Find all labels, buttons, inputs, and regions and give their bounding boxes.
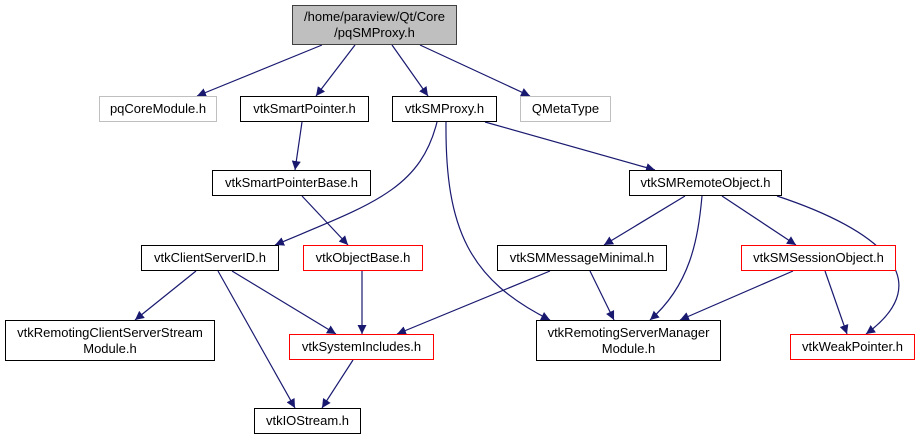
edge-vtkSMRemoteObject-to-vtkSMMessageMinimal [603,195,686,246]
edge-root-to-vtkSmartPointer [315,44,356,97]
node-QMetaType[interactable]: QMetaType [520,96,611,122]
node-vtkSMMessageMinimal[interactable]: vtkSMMessageMinimal.h [497,245,667,271]
edge-vtkSMSessionObject-to-vtkRemotingServerManagerModule [679,270,794,321]
node-label: Module.h [83,340,137,356]
node-vtkSMProxy[interactable]: vtkSMProxy.h [392,96,497,122]
node-label: vtkObjectBase.h [315,250,411,265]
edge-vtkSMRemoteObject-to-vtkSMSessionObject [721,195,797,246]
node-vtkSMSessionObject[interactable]: vtkSMSessionObject.h [741,245,896,271]
edge-vtkSMMessageMinimal-to-vtkSystemIncludes [396,270,551,335]
node-vtkClientServerID[interactable]: vtkClientServerID.h [141,245,279,271]
node-label: vtkSmartPointer.h [253,101,356,116]
node-label: Module.h [601,340,656,356]
node-vtkObjectBase[interactable]: vtkObjectBase.h [303,245,423,271]
node-vtkRemotingClientServerStreamModule[interactable]: vtkRemotingClientServerStream Module.h [5,320,215,361]
node-root-pqSMProxy[interactable]: /home/paraview/Qt/Core /pqSMProxy.h [292,5,457,45]
node-label: vtkRemotingServerManager [547,324,710,340]
edge-root-to-vtkSMProxy [391,44,429,97]
node-vtkSmartPointer[interactable]: vtkSmartPointer.h [240,96,369,122]
edge-vtkSMSessionObject-to-vtkWeakPointer [824,270,849,335]
node-label: QMetaType [531,101,600,116]
edge-vtkSMMessageMinimal-to-vtkRemotingServerManagerModule [589,270,615,321]
node-label: vtkSmartPointerBase.h [225,175,358,190]
node-label: vtkSMSessionObject.h [753,250,884,265]
node-vtkSMRemoteObject[interactable]: vtkSMRemoteObject.h [629,170,782,196]
node-label: vtkSMProxy.h [404,101,485,116]
edge-vtkSystemIncludes-to-vtkIOStream [321,359,354,409]
edge-vtkSMProxy-to-vtkSMRemoteObject [484,121,656,172]
node-label: vtkRemotingClientServerStream [17,324,203,340]
edge-vtkSMProxy-to-vtkRemotingServerManagerModule [445,121,551,321]
node-vtkWeakPointer[interactable]: vtkWeakPointer.h [790,334,915,360]
edge-vtkSmartPointer-to-vtkSmartPointerBase [291,121,303,171]
node-label: /pqSMProxy.h [334,25,415,40]
edge-vtkClientServerID-to-vtkSystemIncludes [231,270,337,335]
node-label: vtkSystemIncludes.h [301,339,422,354]
node-vtkSmartPointerBase[interactable]: vtkSmartPointerBase.h [212,170,371,196]
edge-vtkClientServerID-to-vtkIOStream [217,270,296,409]
edge-vtkClientServerID-to-vtkRemotingClientServerStreamModule [134,270,197,321]
edge-vtkSMRemoteObject-to-vtkRemotingServerManagerModule [649,195,703,321]
node-vtkIOStream[interactable]: vtkIOStream.h [254,408,361,434]
node-vtkSystemIncludes[interactable]: vtkSystemIncludes.h [289,334,434,360]
node-vtkRemotingServerManagerModule[interactable]: vtkRemotingServerManager Module.h [536,320,721,361]
node-label: /home/paraview/Qt/Core [304,9,445,24]
node-label: vtkIOStream.h [265,413,350,428]
node-label: vtkSMRemoteObject.h [640,175,771,190]
edge-vtkSMProxy-to-vtkClientServerID [274,121,438,246]
edge-root-to-pqCoreModule [196,44,323,97]
node-pqCoreModule[interactable]: pqCoreModule.h [99,96,217,122]
edge-root-to-QMetaType [419,44,531,97]
node-label: vtkClientServerID.h [154,250,266,265]
node-label: pqCoreModule.h [109,101,207,116]
node-label: vtkSMMessageMinimal.h [509,250,655,265]
node-label: vtkWeakPointer.h [802,339,903,354]
edge-vtkSmartPointerBase-to-vtkObjectBase [301,195,349,246]
